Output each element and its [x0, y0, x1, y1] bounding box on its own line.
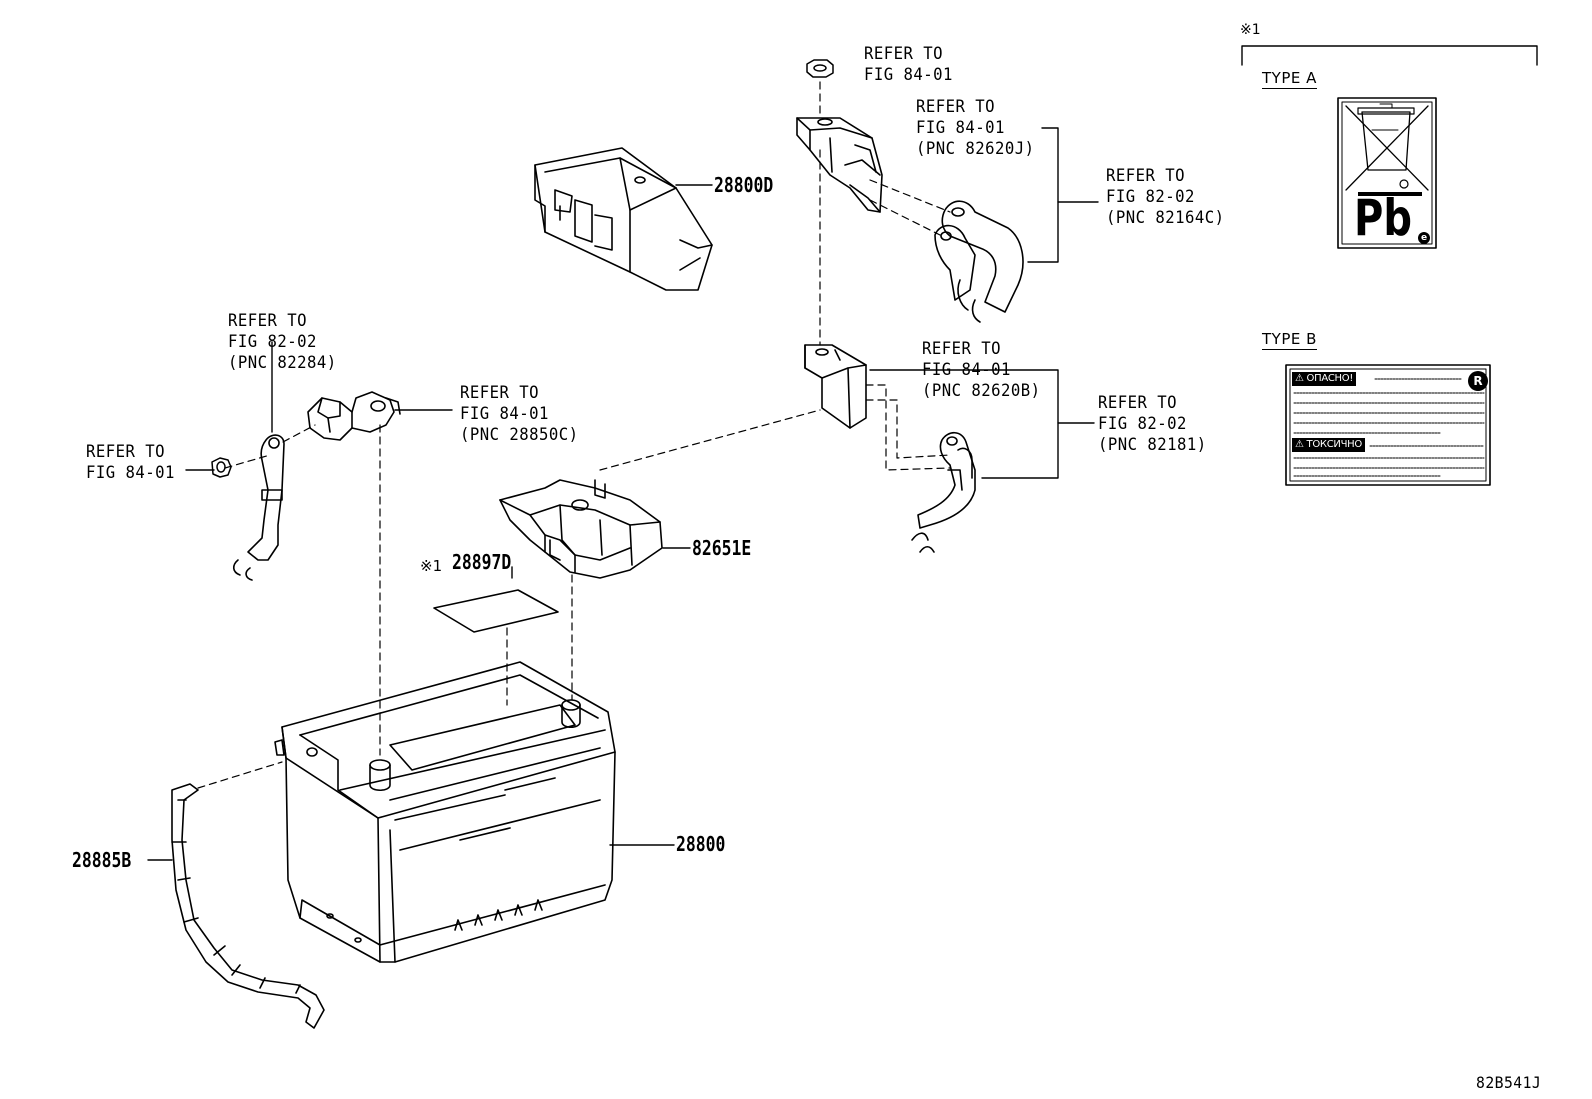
ref-line: (PNC 82181)	[1098, 435, 1207, 455]
ref-line: (PNC 82164C)	[1106, 208, 1225, 228]
nut-left	[211, 457, 232, 478]
terminal-neg-drawing	[307, 391, 401, 441]
ref-nut-left: REFER TO FIG 84-01	[86, 442, 175, 484]
terminal-block-drawing	[499, 479, 663, 579]
type-a-label-drawing	[1337, 97, 1437, 249]
terminal-top-drawing	[796, 117, 883, 213]
part-number-label: 28897D	[452, 550, 512, 574]
ref-neg-terminal: REFER TO FIG 84-01 (PNC 28850C)	[460, 383, 579, 446]
label-note-marker: ※1	[420, 557, 443, 575]
part-number-battery: 28800	[676, 832, 726, 856]
type-b-label-drawing	[1285, 364, 1491, 486]
ref-line: FIG 84-01	[916, 118, 1005, 138]
ref-line: REFER TO	[228, 311, 308, 331]
type-b-title: TYPE B	[1262, 330, 1317, 350]
type-a-pb-symbol: Pb	[1354, 189, 1412, 247]
battery-label-drawing	[433, 589, 559, 633]
ref-line: FIG 84-01	[460, 404, 549, 424]
ref-line: REFER TO	[916, 97, 996, 117]
part-number-cover: 28800D	[714, 173, 774, 197]
ref-line: REFER TO	[864, 44, 944, 64]
ref-line: FIG 84-01	[922, 360, 1011, 380]
terminal-mid-drawing	[804, 344, 867, 429]
ref-line: FIG 82-02	[228, 332, 317, 352]
part-number-terminal-block: 82651E	[692, 536, 752, 560]
nut-top	[806, 59, 834, 78]
ref-nut-top: REFER TO FIG 84-01	[864, 44, 953, 86]
ref-line: REFER TO	[86, 442, 166, 462]
type-b-warning-1: ⚠ ОПАСНО!	[1292, 372, 1357, 386]
ref-line: (PNC 82284)	[228, 353, 337, 373]
ref-cable-mid: REFER TO FIG 82-02 (PNC 82181)	[1098, 393, 1207, 456]
ref-line: FIG 84-01	[864, 65, 953, 85]
ref-line: REFER TO	[1106, 166, 1186, 186]
type-b-warning-1-text: ОПАСНО!	[1306, 373, 1354, 384]
type-a-mark: e	[1420, 233, 1428, 243]
ref-line: REFER TO	[922, 339, 1002, 359]
ref-terminal-top: REFER TO FIG 84-01 (PNC 82620J)	[916, 97, 1035, 160]
cable-top-drawing	[934, 200, 1024, 323]
battery-drawing	[274, 661, 616, 963]
type-b-mark: R	[1473, 374, 1483, 388]
note-marker: ※1	[1240, 22, 1261, 38]
sensor-cable-drawing	[171, 783, 325, 1029]
ref-line: FIG 82-02	[1098, 414, 1187, 434]
type-a-title: TYPE A	[1262, 69, 1317, 89]
ref-line: FIG 82-02	[1106, 187, 1195, 207]
type-b-warning-2-text: ТОКСИЧНО	[1306, 439, 1363, 450]
ref-terminal-mid: REFER TO FIG 84-01 (PNC 82620B)	[922, 339, 1041, 402]
ref-line: (PNC 82620B)	[922, 381, 1041, 401]
dashed-lines	[197, 81, 951, 789]
drawing-code: 82B541J	[1476, 1073, 1542, 1092]
ref-cable-top: REFER TO FIG 82-02 (PNC 82164C)	[1106, 166, 1225, 229]
part-number-sensor: 28885B	[72, 848, 132, 872]
cable-neg-drawing	[232, 434, 285, 581]
battery-cover-drawing	[534, 147, 713, 291]
ref-line: REFER TO	[460, 383, 540, 403]
type-b-warning-2: ⚠ ТОКСИЧНО	[1292, 438, 1365, 452]
ref-neg-cable: REFER TO FIG 82-02 (PNC 82284)	[228, 311, 337, 374]
ref-line: (PNC 28850C)	[460, 425, 579, 445]
leader-lines	[147, 45, 1538, 861]
cable-mid-drawing	[911, 431, 976, 553]
ref-line: FIG 84-01	[86, 463, 175, 483]
ref-line: REFER TO	[1098, 393, 1178, 413]
ref-line: (PNC 82620J)	[916, 139, 1035, 159]
